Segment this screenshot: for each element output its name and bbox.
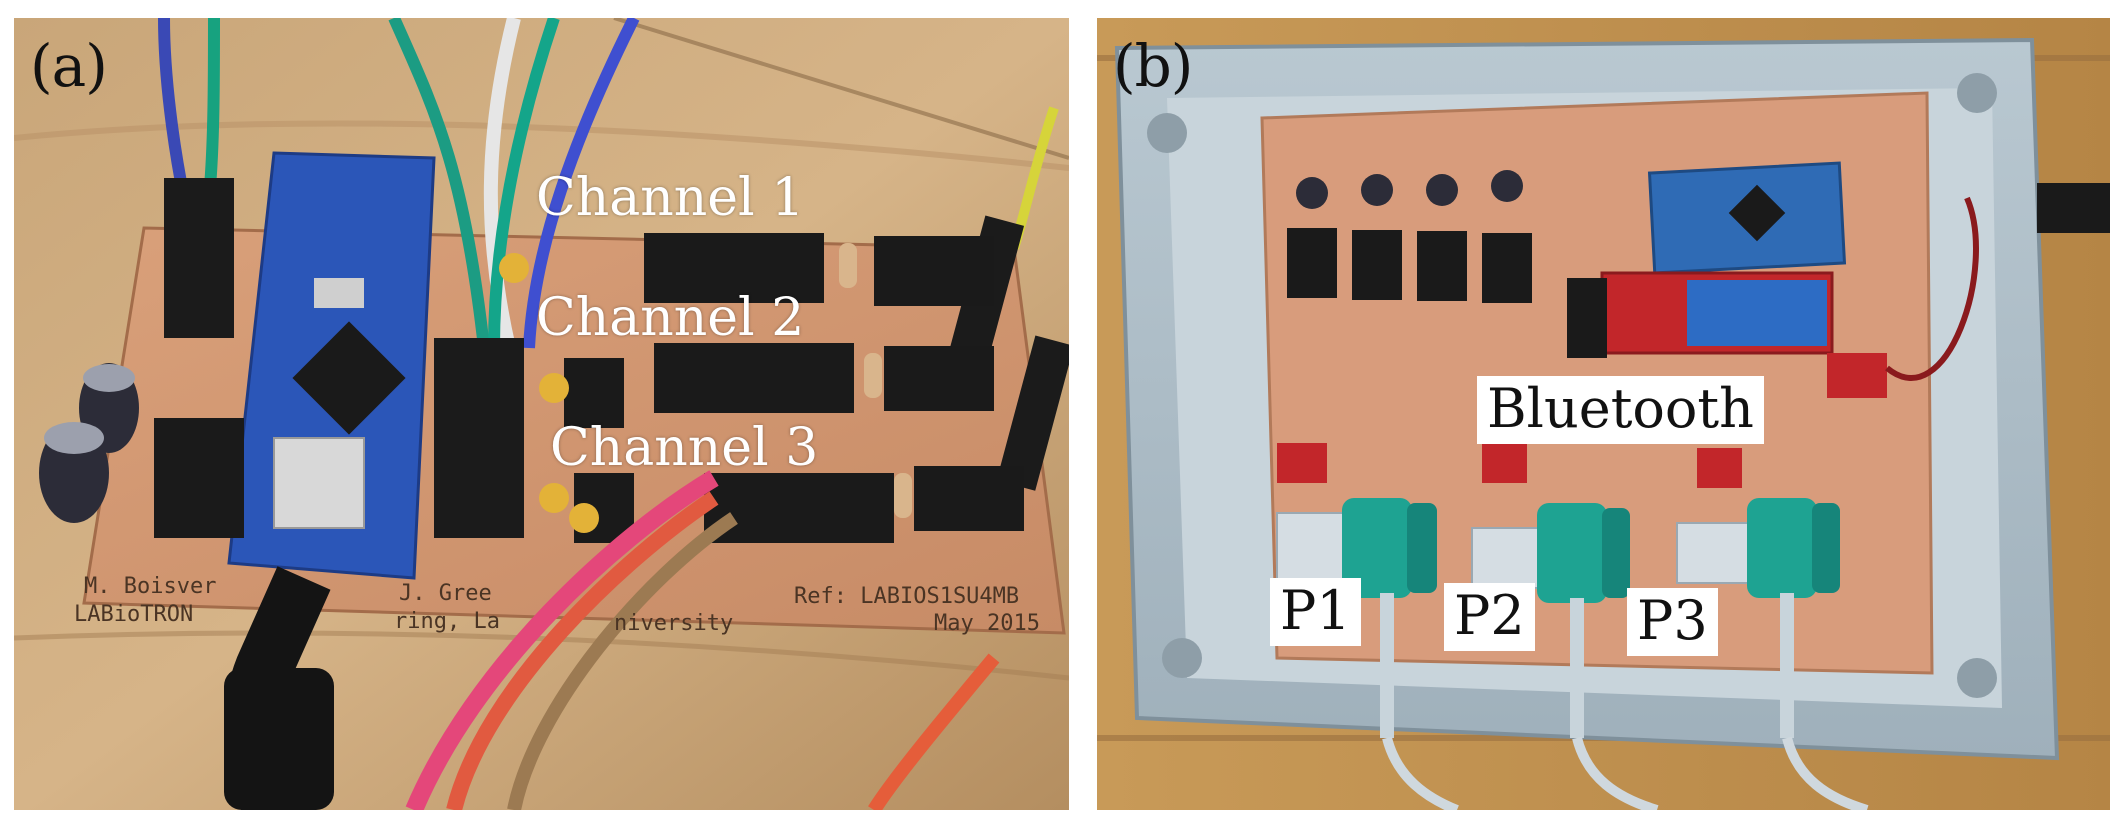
pcb-text-mid-1: J. Gree <box>399 581 492 606</box>
pump-2 <box>1471 443 1630 738</box>
photo-panel-b: (b) Bluetooth P1 P2 P3 <box>1097 18 2110 810</box>
pcb-text-right-1: Ref: LABIOS1SU4MB <box>794 584 1019 609</box>
pump-2-label: P2 <box>1444 583 1535 651</box>
channel-3-label: Channel 3 <box>550 418 819 478</box>
pcb-text-left-2: LABioTRON <box>74 602 193 627</box>
pcb-photo-a: M. Boisver LABioTRON J. Gree ring, La ni… <box>14 18 1069 810</box>
photo-panel-a: M. Boisver LABioTRON J. Gree ring, La ni… <box>14 18 1069 810</box>
pcb-text-left-1: M. Boisver <box>84 574 216 599</box>
pump-1-label: P1 <box>1270 578 1361 646</box>
pcb-text-mid-2: ring, La <box>394 609 500 634</box>
pcb-text-mid-3: niversity <box>614 611 733 636</box>
channel-2-label: Channel 2 <box>536 288 805 348</box>
pump-3-label: P3 <box>1627 588 1718 656</box>
panel-label-b: (b) <box>1113 32 1193 100</box>
bluetooth-label: Bluetooth <box>1477 376 1764 444</box>
panel-label-a: (a) <box>30 32 108 100</box>
pump-3 <box>1676 448 1840 738</box>
pump-1 <box>1276 443 1437 738</box>
channel-1-label: Channel 1 <box>536 168 805 228</box>
pcb-text-right-2: May 2015 <box>934 611 1040 636</box>
